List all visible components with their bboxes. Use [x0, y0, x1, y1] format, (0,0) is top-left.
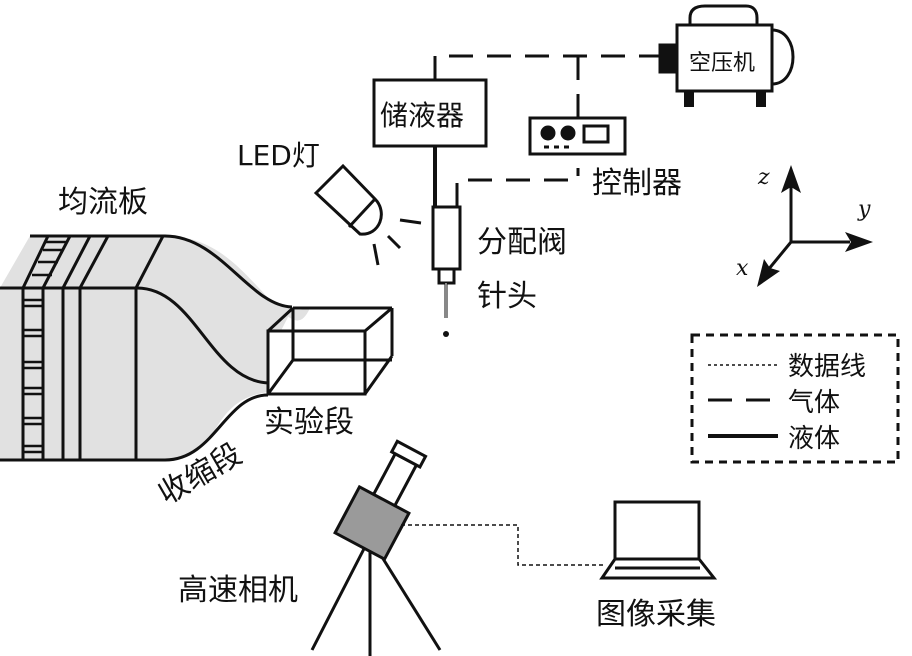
- droplet: [443, 331, 449, 337]
- label-acquisition: 图像采集: [596, 597, 716, 632]
- legend-label-gas: 气体: [788, 388, 840, 418]
- label-needle: 针头: [477, 279, 537, 314]
- duct-outline-mid: [0, 286, 269, 385]
- axis-y-label: y: [857, 197, 871, 222]
- label-reservoir: 储液器: [380, 99, 464, 132]
- test-section: [266, 306, 394, 396]
- coordinate-axes: [757, 165, 873, 287]
- dispensing-valve: [431, 205, 462, 285]
- controller-icon: [528, 116, 627, 156]
- axis-z-label: z: [757, 165, 770, 190]
- duct-outline-top: [30, 234, 293, 309]
- axis-x-label: x: [736, 256, 749, 281]
- label-flow-straightener: 均流板: [58, 185, 148, 220]
- duct: [0, 234, 310, 462]
- label-test-section: 实验段: [264, 405, 354, 440]
- label-controller: 控制器: [592, 166, 682, 201]
- label-led: LED灯: [237, 139, 320, 172]
- high-speed-camera-icon: [310, 439, 442, 656]
- compressor-icon: [658, 4, 795, 107]
- legend-label-liquid: 液体: [788, 424, 840, 454]
- led-lamp-icon: [313, 163, 422, 266]
- label-compressor: 空压机: [689, 51, 755, 76]
- laptop-icon: [599, 500, 718, 580]
- flow-straightener-slats: [23, 240, 66, 454]
- duct-outline-bottom: [0, 393, 269, 462]
- label-valve: 分配阀: [477, 225, 567, 260]
- legend: 数据线 气体 液体: [690, 333, 900, 464]
- duct-body: [0, 236, 292, 460]
- reservoir: [372, 78, 488, 148]
- data-line: [401, 524, 605, 566]
- gas-lines: [433, 54, 660, 207]
- legend-label-data: 数据线: [788, 352, 866, 382]
- label-camera: 高速相机: [178, 573, 298, 608]
